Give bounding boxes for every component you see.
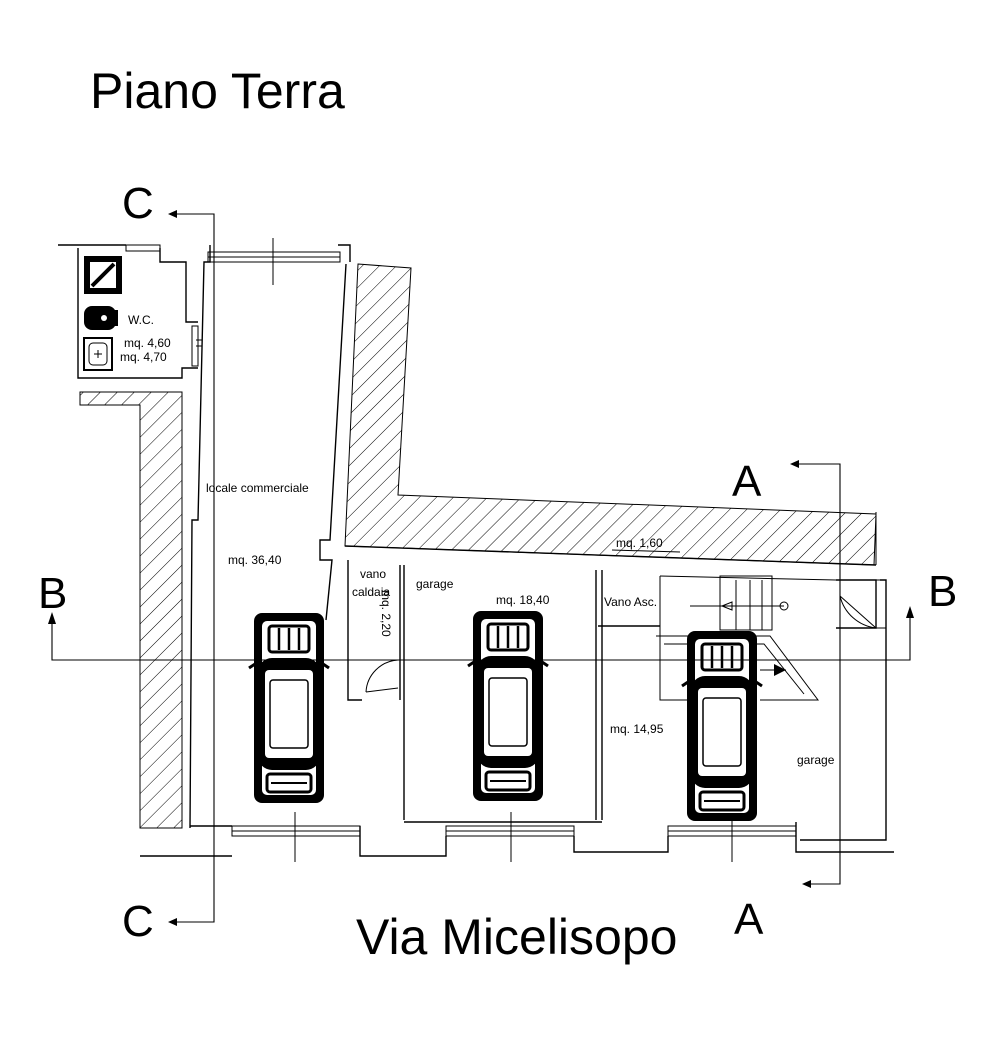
section-line-a (790, 460, 841, 888)
room-label-boiler-1: vano (360, 567, 386, 581)
plan-title: Piano Terra (90, 63, 345, 119)
room-label-garage-1: garage (416, 577, 454, 591)
room-label-garage-2: garage (797, 753, 835, 767)
section-label-a-bottom: A (734, 895, 764, 944)
section-arrow-icon (168, 918, 177, 926)
section-label-b-left: B (38, 569, 67, 618)
sink-icon (83, 337, 113, 371)
room-area-wc-1: mq. 4,60 (124, 336, 171, 350)
section-arrow-icon (790, 460, 799, 468)
room-label-boiler-2: caldaia (352, 585, 390, 599)
toilet-icon (84, 306, 118, 330)
shower-icon (84, 256, 122, 294)
section-label-b-right: B (928, 567, 957, 616)
room-area-garage-1: mq. 18,40 (496, 593, 550, 607)
section-line-c (168, 210, 215, 926)
room-label-shop: locale commerciale (206, 481, 309, 495)
room-area-corridor: mq. 1,60 (616, 536, 663, 550)
section-label-a-top: A (732, 457, 762, 506)
wc-door (191, 325, 202, 367)
section-arrow-icon (168, 210, 177, 218)
room-area-wc-2: mq. 4,70 (120, 350, 167, 364)
section-label-c-top: C (122, 179, 154, 228)
room-area-boiler: mq. 2,20 (379, 590, 393, 637)
room-label-lift: Vano Asc. (604, 595, 657, 609)
street-name: Via Micelisopo (356, 909, 677, 965)
room-area-shop: mq. 36,40 (228, 553, 282, 567)
section-arrow-icon (48, 612, 56, 624)
car-icon (247, 611, 331, 805)
room-area-garage-2: mq. 14,95 (610, 722, 664, 736)
room-label-wc: W.C. (128, 313, 154, 327)
section-arrow-icon (906, 606, 914, 618)
section-line-b (48, 606, 914, 661)
section-label-c-bottom: C (122, 897, 154, 946)
corridor-underline (611, 549, 681, 553)
section-arrow-icon (802, 880, 811, 888)
car-icon (466, 609, 550, 803)
walls (58, 238, 894, 862)
